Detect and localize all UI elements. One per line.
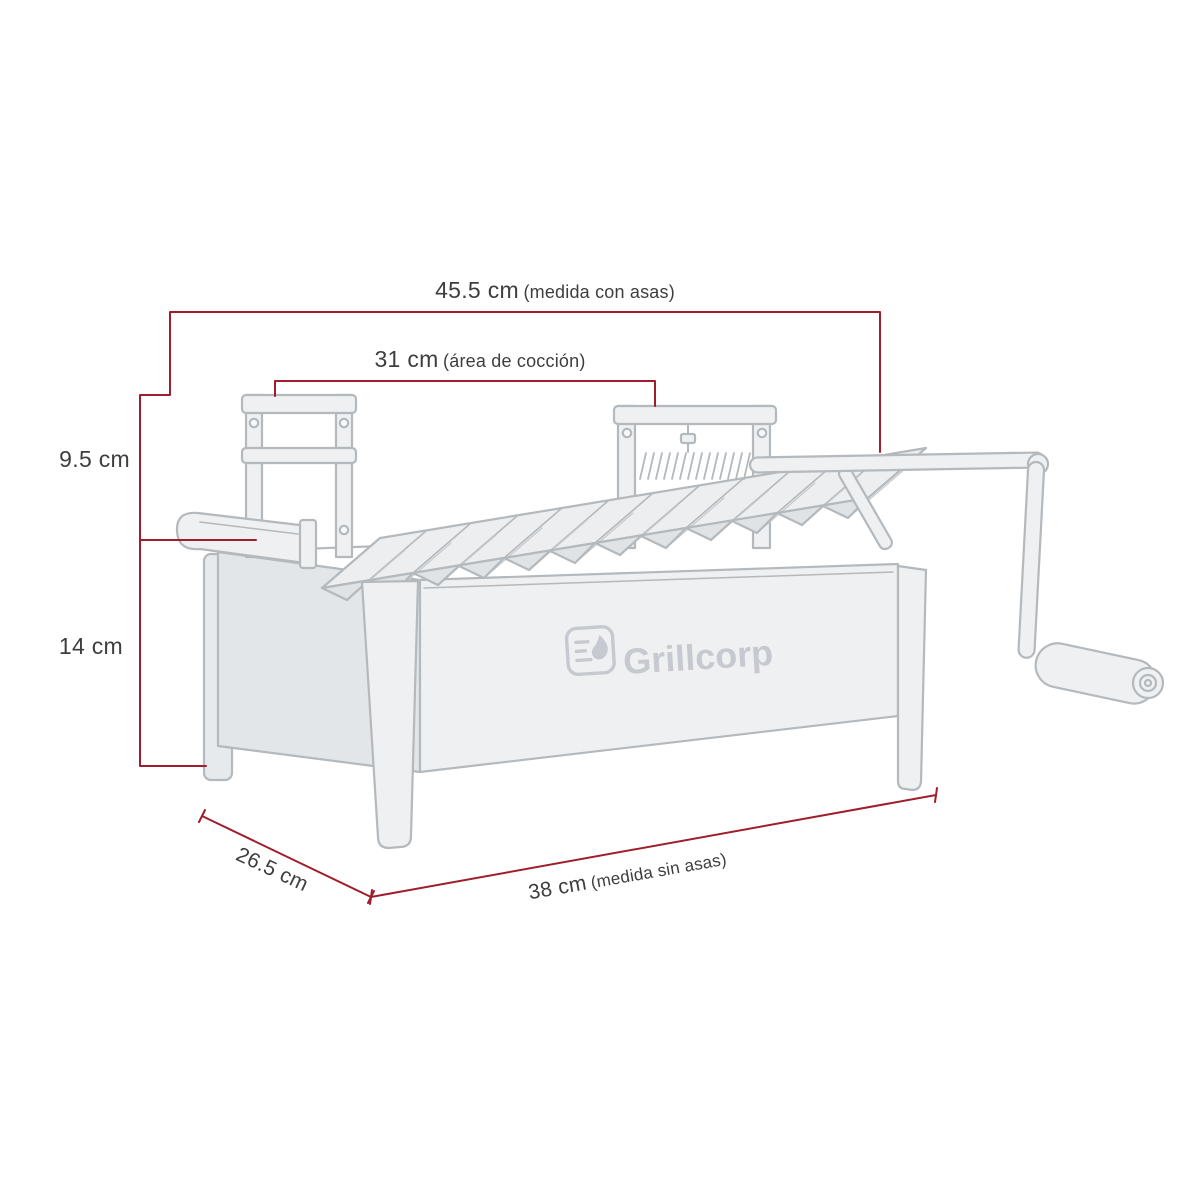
dimension-label-width-with-handles: 45.5 cm (medida con asas)	[330, 277, 780, 304]
left-carry-handle	[175, 511, 318, 570]
dimension-note: (área de cocción)	[443, 351, 586, 371]
bolt-icon	[338, 524, 350, 536]
dimension-line-cooking-area	[274, 380, 656, 407]
dimension-note: (medida con asas)	[523, 282, 675, 302]
dimension-label-body-height: 14 cm	[18, 633, 123, 660]
bolt-icon	[756, 427, 768, 439]
crank-assembly	[639, 451, 1165, 705]
grill-body	[216, 544, 900, 774]
dimension-label-cooking-area: 31 cm (área de cocción)	[290, 346, 670, 373]
dimension-line-width-with-handles	[169, 311, 881, 453]
screw-thread	[639, 452, 751, 480]
dimension-value: 14 cm	[58, 633, 123, 659]
bolt-icon	[621, 427, 633, 439]
v-grate	[320, 446, 928, 602]
dimension-lines	[139, 311, 938, 905]
crank-rod	[748, 451, 1046, 474]
dimension-value: 45.5 cm	[435, 277, 519, 303]
crank-arm	[1017, 460, 1046, 659]
grill-illustration: Grillcorp	[175, 393, 1165, 850]
grill-right-leg	[896, 564, 928, 792]
bolt-icon	[248, 417, 260, 429]
dimension-line-width-without-handles	[369, 787, 938, 905]
grill-front-left-leg	[360, 579, 420, 850]
dimension-label-lift-height: 9.5 cm	[18, 446, 130, 473]
brand-logo: Grillcorp	[564, 625, 774, 682]
grill-flame-icon	[564, 625, 616, 677]
dimension-value: 9.5 cm	[59, 446, 130, 472]
bolt-icon	[338, 417, 350, 429]
brand-logo-text: Grillcorp	[622, 632, 774, 682]
grill-front-legs	[360, 564, 928, 850]
dimension-value: 31 cm	[374, 346, 439, 372]
dimension-line-heights	[139, 394, 257, 767]
